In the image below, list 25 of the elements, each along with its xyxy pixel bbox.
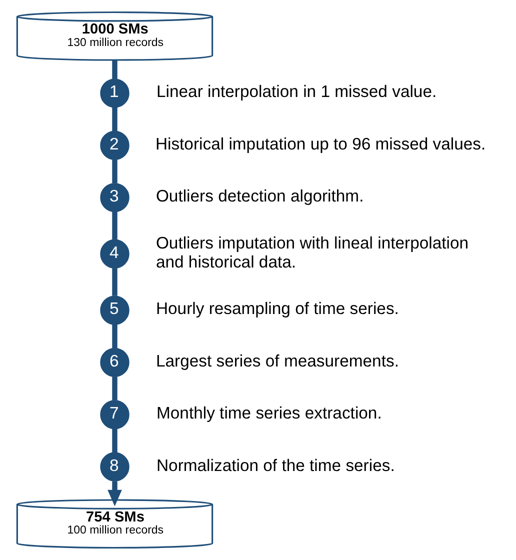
node-circle: 1 bbox=[100, 78, 129, 108]
node-circle: 8 bbox=[100, 452, 129, 482]
arrow bbox=[107, 481, 122, 506]
connector bbox=[112, 107, 117, 132]
node-label: Linear interpolation in 1 missed value. bbox=[156, 82, 436, 102]
node-label: Largest series of measurements. bbox=[155, 351, 398, 370]
node-label: Outliers detection algorithm. bbox=[155, 186, 364, 206]
connector bbox=[112, 212, 117, 240]
node-circle: 4 bbox=[100, 239, 129, 269]
node-label: Historical imputation up to 96 missed values. bbox=[154, 134, 486, 154]
node-label: Hourly resampling of time series. bbox=[155, 299, 398, 318]
connector bbox=[112, 60, 117, 79]
connector bbox=[112, 324, 117, 348]
connector bbox=[112, 160, 117, 184]
node-circle: 3 bbox=[100, 182, 129, 212]
connector bbox=[112, 268, 117, 296]
node-circle: 5 bbox=[100, 296, 129, 325]
node-circle: 2 bbox=[100, 130, 129, 160]
connector bbox=[112, 428, 117, 452]
node-circle: 7 bbox=[100, 400, 129, 430]
connector bbox=[112, 376, 117, 400]
node-label: Outliers imputation with lineal interpolation and historical data. bbox=[155, 233, 468, 272]
node-label: Monthly time series extraction. bbox=[156, 404, 382, 423]
node-label: Normalization of the time series. bbox=[156, 456, 394, 475]
node-circle: 6 bbox=[100, 348, 129, 378]
